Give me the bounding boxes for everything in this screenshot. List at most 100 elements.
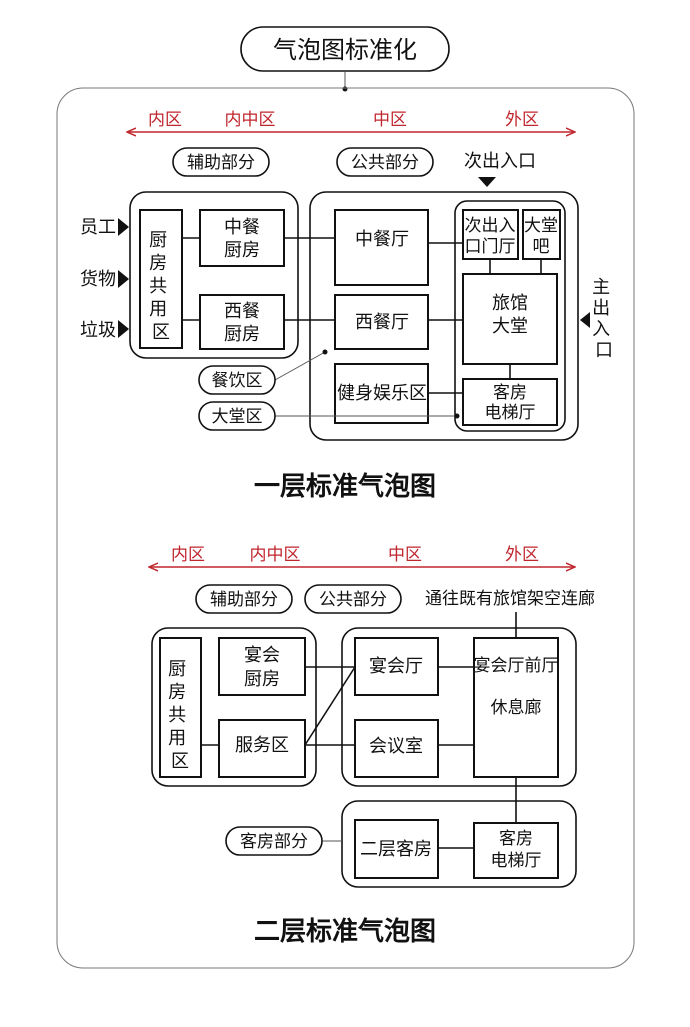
floor2-meeting-room <box>354 719 439 778</box>
floor1-chinese-restaurant-label: 中餐厅 <box>355 229 409 250</box>
main-entrance-char-1: 主 <box>592 277 610 298</box>
floor2-prefunction-lounge <box>473 637 559 778</box>
floor1-hotel-lobby-line2: 大堂 <box>492 316 528 337</box>
callout-lobby-dot <box>454 413 460 419</box>
floor2-guest-rooms <box>354 819 439 879</box>
f2-kitchen-shared-char-4: 用 <box>168 728 186 749</box>
floor1-secondary-entrance-arrow <box>478 177 496 187</box>
floor2-zone-inner: 内区 <box>171 545 205 565</box>
floor1-zone-inner: 内区 <box>148 110 182 130</box>
floor1-tag-public <box>336 147 434 177</box>
floor2-tag-aux <box>195 584 293 614</box>
floor2-skybridge-note: 通往既有旅馆架空连廊 <box>425 589 595 609</box>
floor1-fitness <box>334 363 429 424</box>
floor1-lobby-group <box>454 200 566 432</box>
floor1-lobby-bar-line2: 吧 <box>533 237 550 257</box>
floor1-chinese-kitchen <box>199 209 285 267</box>
main-entrance-char-3: 入 <box>592 319 610 340</box>
floor1-label-dining <box>198 365 276 395</box>
floor2-guest-rooms-label: 二层客房 <box>360 839 432 860</box>
floor1-inputs: 员工 货物 垃圾 <box>80 217 129 341</box>
main-entrance-char-2: 出 <box>592 298 610 319</box>
floor1-hotel-lobby-line1: 旅馆 <box>492 293 528 314</box>
floor1-caption: 一层标准气泡图 <box>254 471 436 502</box>
floor2-banquet-hall-label: 宴会厅 <box>369 655 423 677</box>
floor2-banquet-kitchen-line2: 厨房 <box>244 669 280 690</box>
floor2-tag-aux-label: 辅助部分 <box>210 590 278 610</box>
input-staff: 员工 <box>80 217 116 238</box>
floor2-guest-elevator <box>473 822 559 879</box>
input-goods: 货物 <box>80 269 116 290</box>
floor2-guest-elevator-line2: 电梯厅 <box>491 851 542 871</box>
floor1-lobby-bar-line1: 大堂 <box>524 216 558 236</box>
floor1-public-group <box>309 191 579 441</box>
f2-kitchen-shared-char-3: 共 <box>168 705 186 726</box>
floor2-lounge-label: 休息廊 <box>491 698 542 718</box>
f2-kitchen-shared-char-2: 房 <box>168 682 186 703</box>
floor1-guest-elevator-line2: 电梯厅 <box>485 403 536 423</box>
floor1-zone-outer: 外区 <box>505 110 539 130</box>
floor1-kitchen-shared-label: 厨 房 共 用 区 <box>149 230 173 343</box>
floor1-sec-entrance-hall-line2: 口门厅 <box>465 237 516 257</box>
floor1-western-kitchen <box>199 294 285 350</box>
input-garbage-arrow <box>118 320 129 338</box>
kitchen-shared-char-3: 共 <box>149 276 167 297</box>
floor1-lobby-bar <box>522 209 561 260</box>
floor1-secondary-entrance: 次出入口 <box>464 151 536 172</box>
kitchen-shared-char-5: 区 <box>152 322 170 343</box>
floor1-chinese-kitchen-line2: 厨房 <box>224 240 260 261</box>
floor1-guest-elevator-line1: 客房 <box>493 383 527 403</box>
floor2-service <box>218 719 306 778</box>
callout-dining-leader <box>274 351 326 381</box>
floor2-public-group <box>341 627 577 787</box>
floor1-tag-aux <box>172 147 270 177</box>
floor1-main-entrance-arrow <box>580 312 590 328</box>
title-pill <box>240 26 450 72</box>
floor1-chinese-restaurant <box>334 209 429 286</box>
floor1-label-lobby-text: 大堂区 <box>212 407 263 427</box>
floor2-meeting-room-label: 会议室 <box>369 736 423 757</box>
floor2-banquet-kitchen-line1: 宴会 <box>244 644 280 666</box>
f2-kitchen-shared-char-1: 厨 <box>168 659 186 680</box>
floor1-guest-elevator <box>462 378 558 426</box>
floor2-guest-group <box>341 800 577 888</box>
floor1-chinese-kitchen-line1: 中餐 <box>224 217 260 238</box>
floor1-sec-entrance-hall <box>462 209 519 260</box>
floor2-kitchen-shared <box>159 637 202 778</box>
floor1-tag-public-label: 公共部分 <box>351 153 419 173</box>
floor1-western-kitchen-line2: 厨房 <box>224 324 260 345</box>
floor1-western-restaurant <box>334 294 429 350</box>
kitchen-shared-char-1: 厨 <box>149 230 167 251</box>
floor2-zone-middle: 中区 <box>388 545 422 565</box>
floor1-western-kitchen-line1: 西餐 <box>224 301 260 322</box>
floor2-aux-group <box>151 627 317 787</box>
input-goods-arrow <box>118 270 129 288</box>
floor1-hotel-lobby <box>462 273 558 365</box>
floor2-tag-guest-label: 客房部分 <box>240 832 308 852</box>
f2-kitchen-shared-char-5: 区 <box>171 751 189 772</box>
input-staff-arrow <box>118 218 129 236</box>
floor1-label-lobby <box>198 401 276 431</box>
main-entrance-char-4: 口 <box>595 340 613 361</box>
callout-dining-dot <box>322 349 328 355</box>
floor2-service-label: 服务区 <box>235 735 289 756</box>
outer-frame <box>56 87 635 969</box>
floor1-zone-inner-middle: 内中区 <box>225 110 276 130</box>
floor2-tag-public-label: 公共部分 <box>319 590 387 610</box>
floor2-guest-elevator-line1: 客房 <box>499 829 533 849</box>
floor2-zone-inner-middle: 内中区 <box>250 545 301 565</box>
floor1-tag-aux-label: 辅助部分 <box>187 153 255 173</box>
floor1-main-entrance: 主 出 入 口 <box>592 277 616 361</box>
floor2-zone-bar: 内区 内中区 中区 外区 <box>150 545 574 567</box>
floor1-aux-group <box>129 191 299 359</box>
title-connector-dot <box>342 86 348 92</box>
floor2-tag-guest <box>225 826 323 856</box>
floor1-kitchen-shared <box>139 209 183 349</box>
kitchen-shared-char-4: 用 <box>149 299 167 320</box>
floor1-zone-bar: 内区 内中区 中区 外区 <box>128 110 574 132</box>
link-service-bhall <box>304 666 356 746</box>
floor2-caption: 二层标准气泡图 <box>254 916 436 947</box>
floor1-western-restaurant-label: 西餐厅 <box>355 312 409 333</box>
